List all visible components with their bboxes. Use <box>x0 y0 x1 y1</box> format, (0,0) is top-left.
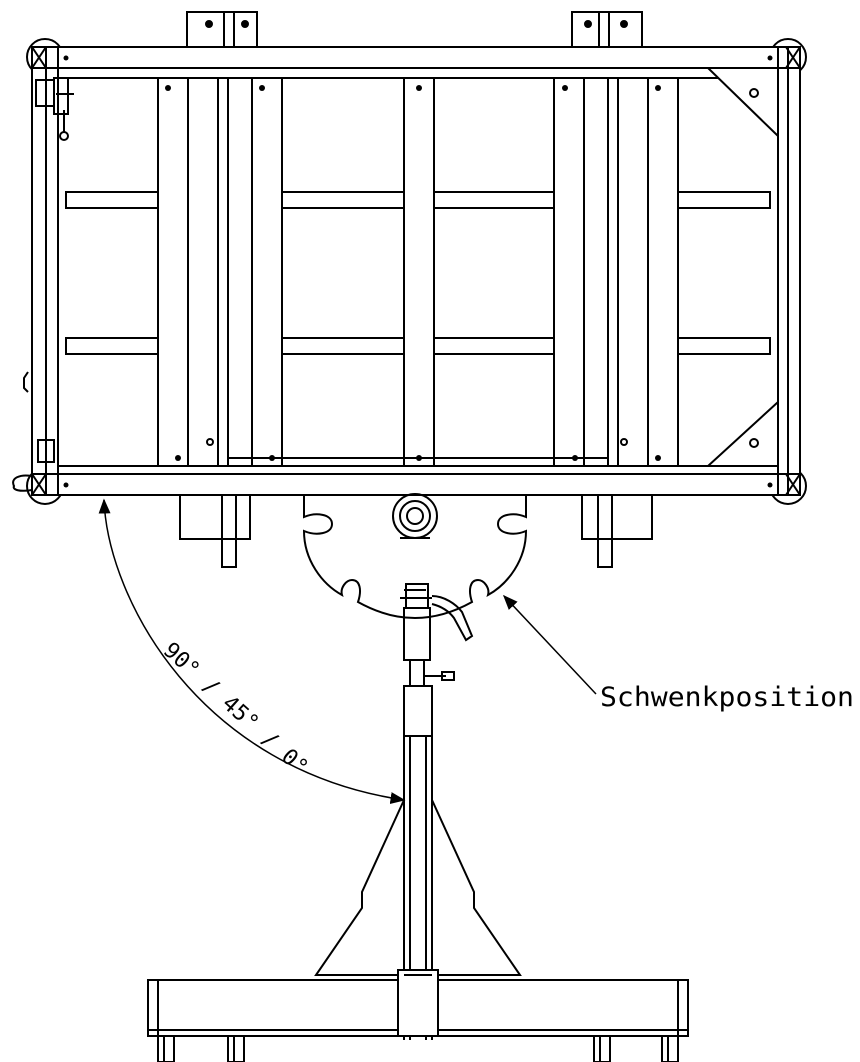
pivot-position-callout: Schwenkposition <box>502 594 854 713</box>
pivot-position-label: Schwenkposition <box>600 682 854 713</box>
main-frame <box>12 38 807 505</box>
top-mounting-tabs <box>186 11 643 48</box>
stand-column-and-base <box>147 685 689 1062</box>
angle-label: 90° / 45° / 0° <box>158 638 313 781</box>
pivot-disc <box>302 493 528 620</box>
